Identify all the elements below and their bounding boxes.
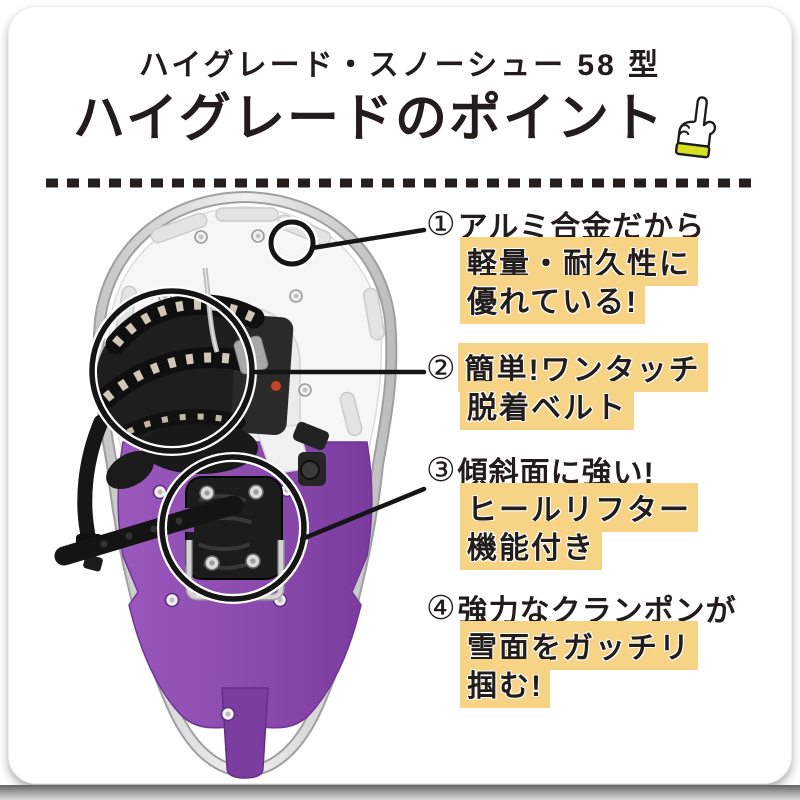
feature-point-4: ④ 強力なクランポンが 雪面をガッチリ 掴む!	[426, 589, 737, 708]
floor-strip	[0, 785, 800, 800]
feature-2-highlight-2: 脱着ベルト	[460, 381, 634, 430]
feature-4-highlight-2: 掴む!	[460, 659, 550, 708]
feature-point-3: ③ 傾斜面に強い! ヒールリフター 機能付き	[426, 451, 698, 570]
circled-number-4: ④	[426, 589, 456, 626]
product-subtitle: ハイグレード・スノーシュー 58 型	[138, 49, 662, 82]
feature-point-2: ② 簡単!ワンタッチ 脱着ベルト	[426, 343, 708, 430]
circled-number-2: ②	[426, 349, 456, 386]
pointing-hand-icon	[674, 96, 717, 159]
circled-number-3: ③	[426, 451, 456, 488]
title-row: ハイグレードのポイント	[0, 88, 800, 164]
feature-3-highlight-2: 機能付き	[460, 521, 602, 570]
page-title: ハイグレードのポイント	[73, 90, 665, 148]
dashed-divider	[46, 178, 754, 188]
feature-1-highlight-2: 優れている!	[460, 275, 646, 324]
feature-point-1: ① アルミ合金だから 軽量・耐久性に 優れている!	[426, 205, 705, 324]
header: ハイグレード・スノーシュー 58 型 ハイグレードのポイント	[0, 0, 800, 188]
circled-number-1: ①	[426, 205, 456, 242]
